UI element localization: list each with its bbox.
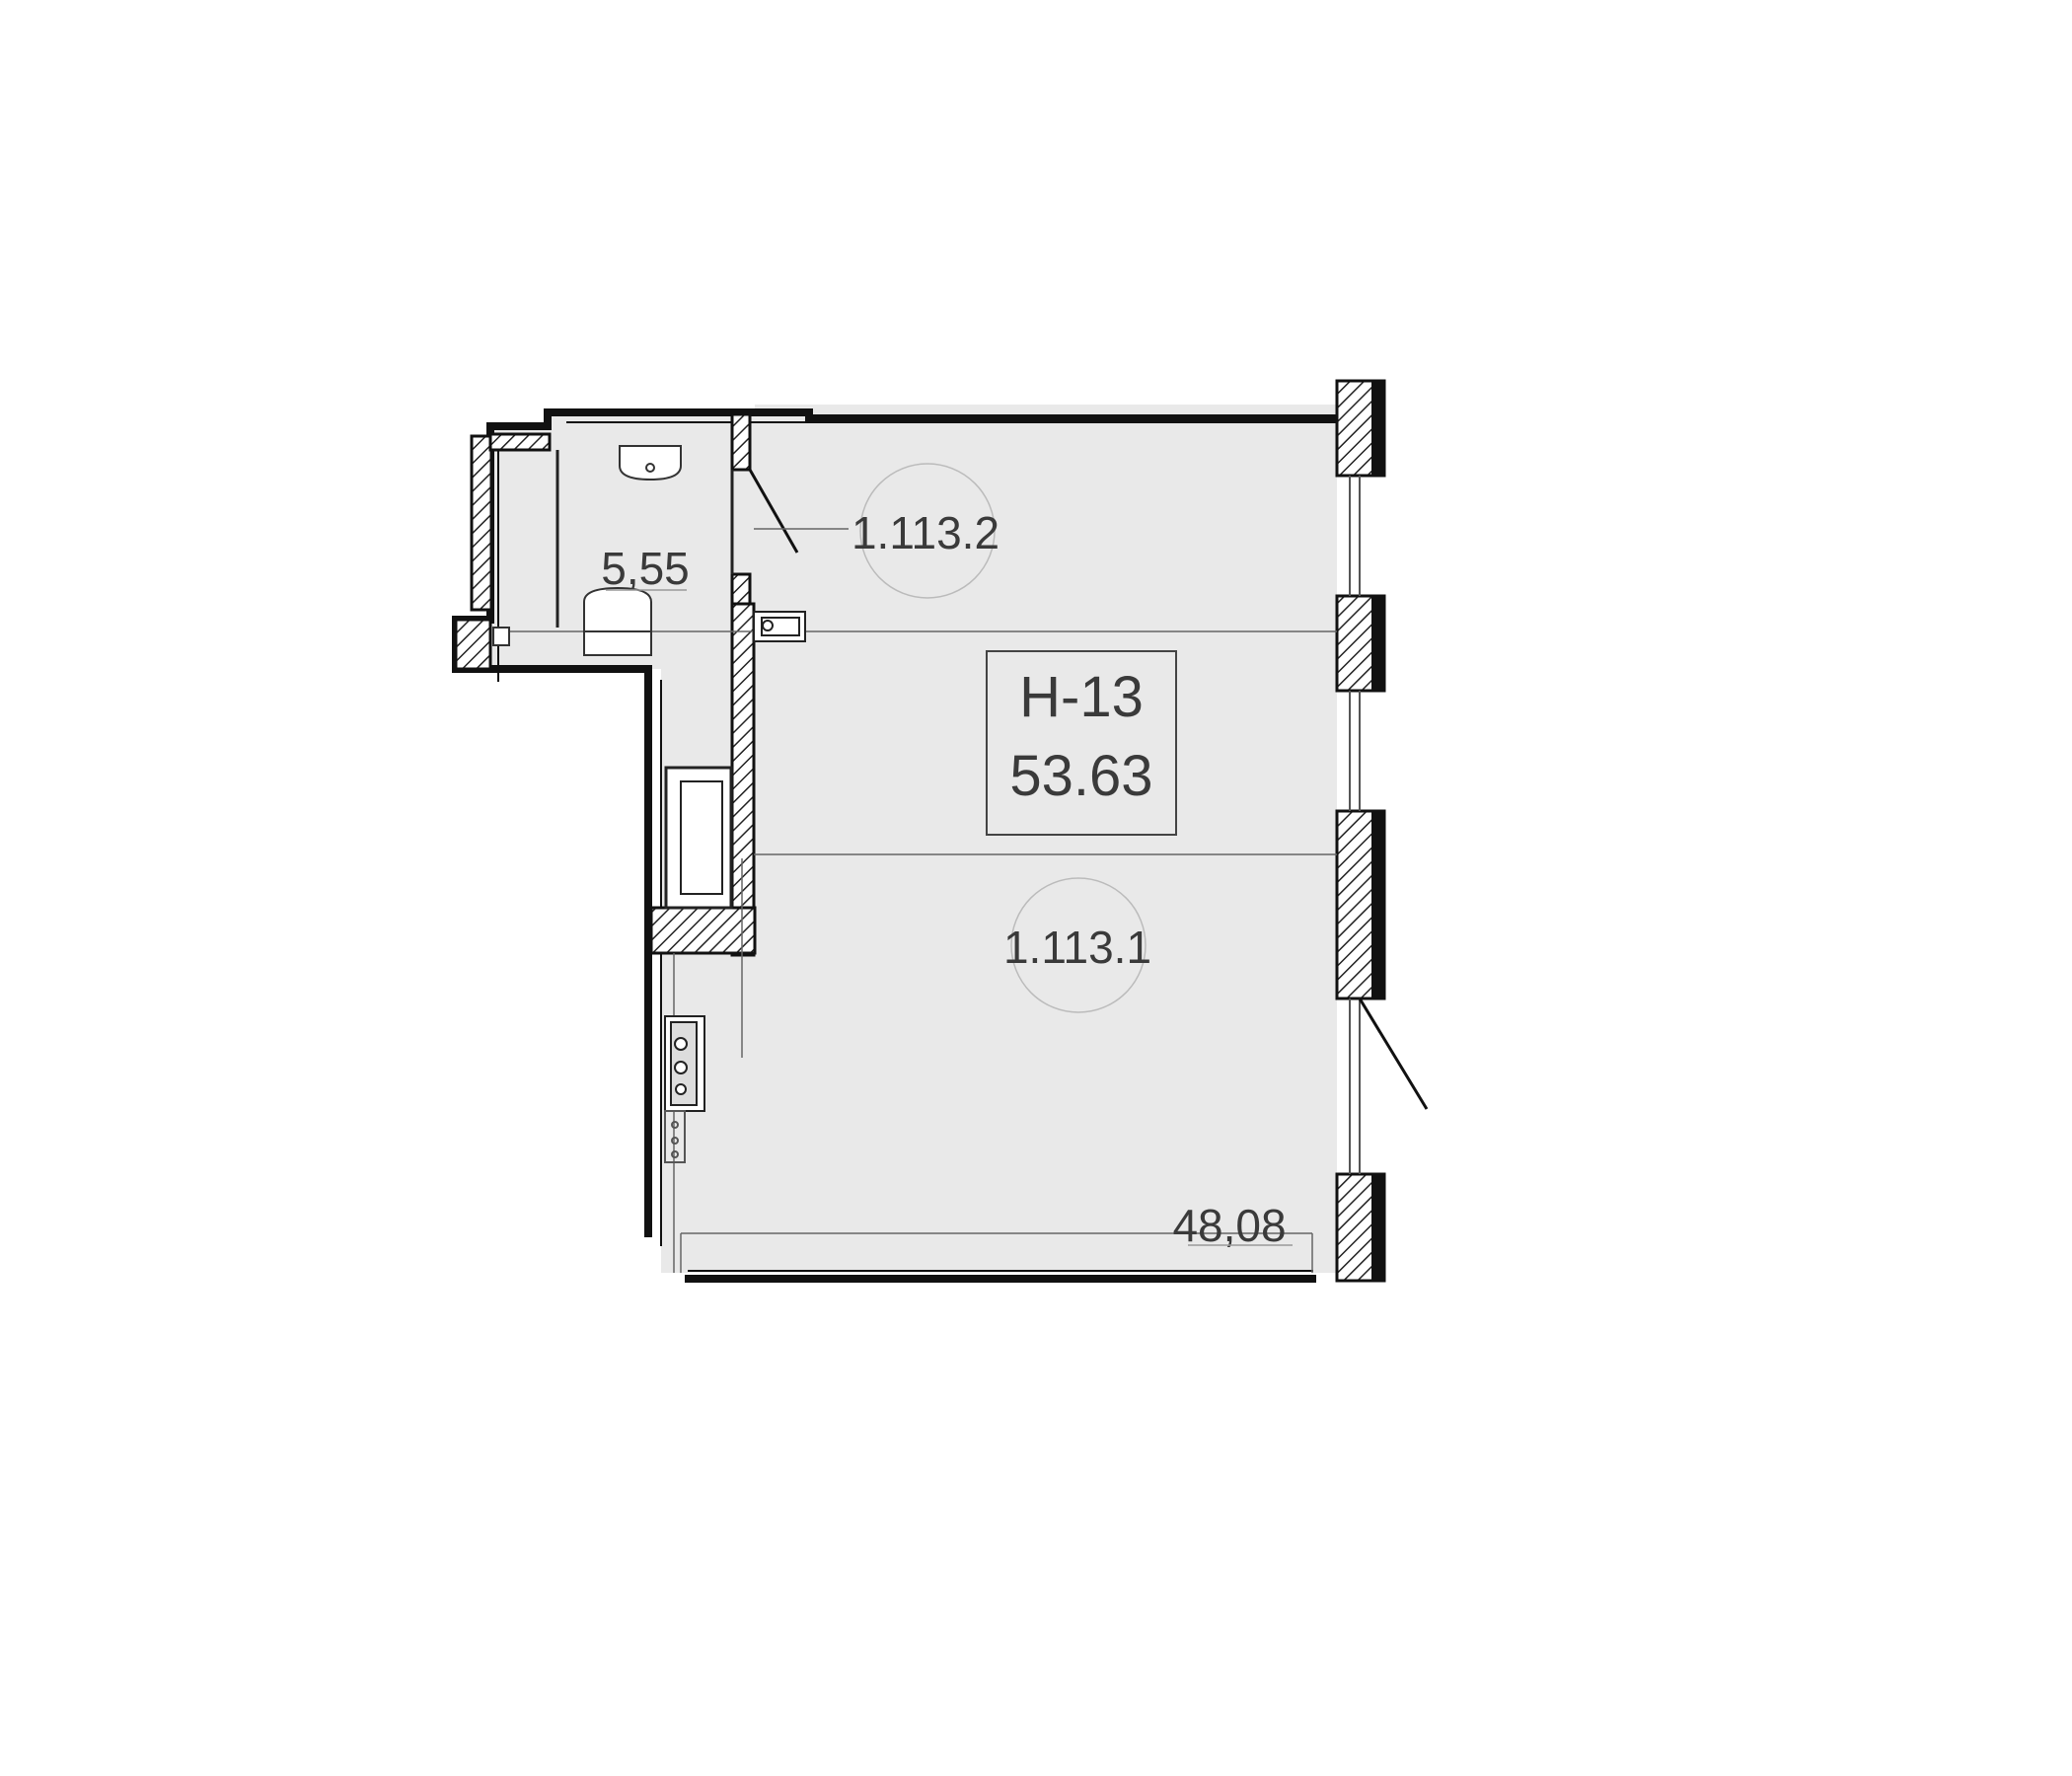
facade-columns	[1371, 381, 1385, 1281]
unit-code: Н-13	[1019, 665, 1144, 729]
unit-label-box	[986, 650, 1177, 836]
room-tag-circle-1-113-2	[859, 463, 996, 599]
stove-icon	[664, 1015, 705, 1112]
room-id-1-113-2: 1.113.2	[851, 507, 999, 558]
label-underlines	[606, 589, 1293, 1246]
room-tag-circle-1-113-1	[1010, 877, 1147, 1013]
room-area-1-113-2: 5,55	[601, 543, 690, 594]
toilet-icon	[583, 586, 652, 656]
room-id-1-113-1: 1.113.1	[1003, 922, 1151, 973]
kitchen-counter	[664, 1110, 686, 1163]
sink-icon	[619, 445, 682, 481]
bathroom-walls	[555, 450, 734, 628]
shower-drain-icon	[492, 627, 510, 646]
window-glazing	[1349, 476, 1361, 1174]
unit-total-area: 53.63	[1009, 744, 1152, 808]
door-swings	[748, 469, 1429, 1110]
room-area-1-113-1: 48,08	[1172, 1200, 1286, 1251]
kitchen-sink-icon	[753, 611, 806, 642]
fridge-icon	[664, 766, 733, 910]
